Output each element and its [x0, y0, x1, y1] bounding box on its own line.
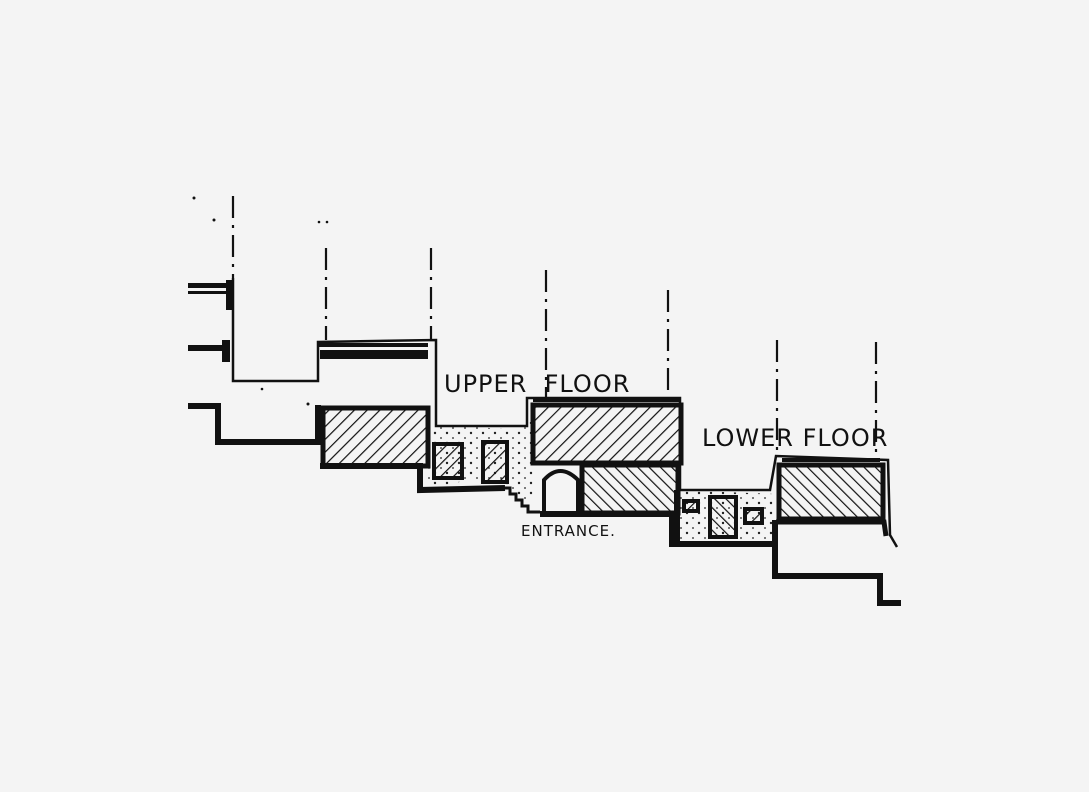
- entrance-steps: [503, 486, 540, 514]
- hatched-rooms: [320, 402, 886, 522]
- room-upper: [530, 402, 684, 466]
- room-left: [320, 405, 431, 469]
- entrance-arch: [542, 469, 580, 512]
- stray-marks: [192, 196, 329, 406]
- room-lower: [776, 462, 886, 522]
- label-entrance: ENTRANCE.: [521, 522, 616, 540]
- grid-lines: [231, 196, 878, 455]
- ledges: [188, 280, 880, 462]
- label-lower-floor: LOWER FLOOR: [702, 424, 888, 452]
- ground-outline: [188, 403, 901, 606]
- windows: [432, 440, 764, 539]
- label-upper-floor: UPPER FLOOR: [444, 370, 630, 398]
- room-mid: [579, 462, 681, 516]
- ground-outline-right: [776, 519, 889, 537]
